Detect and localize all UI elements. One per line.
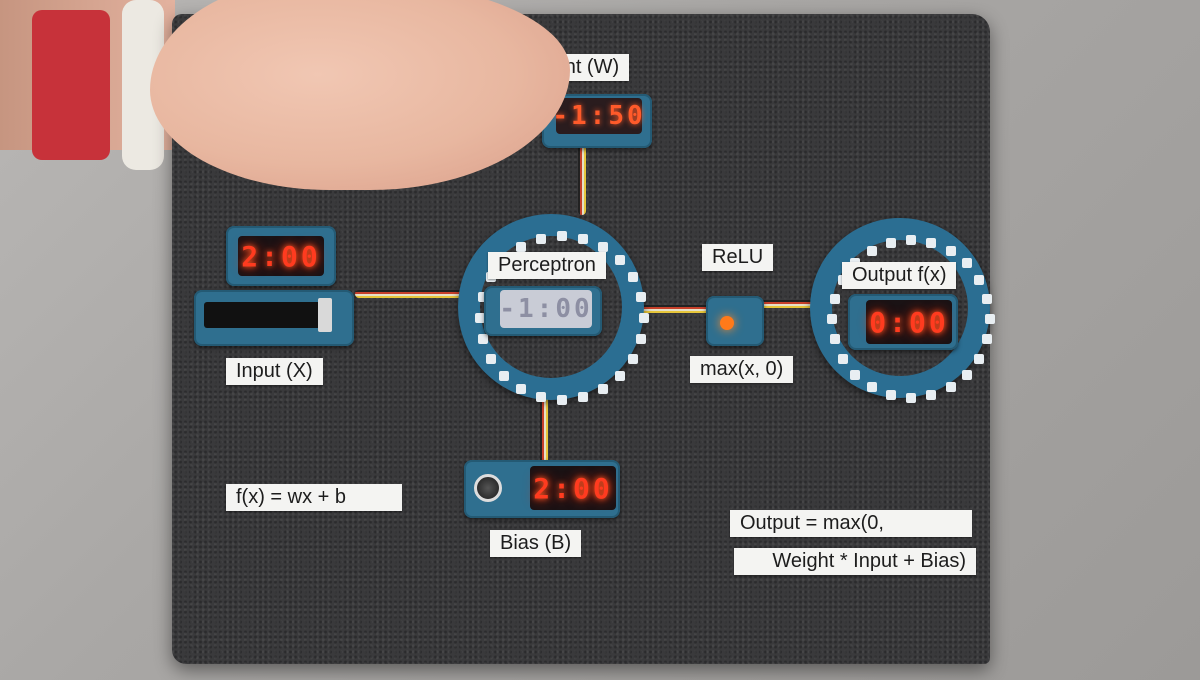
input-display: 2:00 xyxy=(238,236,324,276)
wire-perceptron-bias xyxy=(540,390,548,465)
ring-led xyxy=(829,293,840,304)
weight-display: -1:50 xyxy=(552,98,643,134)
ring-led xyxy=(636,334,647,345)
ring-led xyxy=(985,314,995,324)
ring-led xyxy=(926,237,937,248)
ring-led xyxy=(945,245,956,256)
perceptron-display: -1:00 xyxy=(499,290,592,328)
ring-led xyxy=(866,382,877,393)
output-display: 0:00 xyxy=(866,300,952,344)
wire-input-perceptron xyxy=(355,290,470,298)
ring-led xyxy=(477,334,488,345)
ring-led xyxy=(628,272,638,282)
ring-led xyxy=(850,369,861,380)
ring-led xyxy=(866,245,877,256)
wire-weight-perceptron xyxy=(578,145,586,215)
ring-led xyxy=(628,354,638,364)
ring-led xyxy=(516,241,526,252)
ring-led xyxy=(535,233,546,244)
ring-led xyxy=(499,370,510,381)
ring-led xyxy=(614,255,625,266)
ring-led xyxy=(535,392,546,403)
bias-knob xyxy=(474,474,502,502)
ring-led xyxy=(598,241,608,252)
ring-led xyxy=(485,354,496,364)
input-label: Input (X) xyxy=(226,358,323,385)
ring-led xyxy=(598,384,608,394)
ring-led xyxy=(885,237,896,248)
ring-led xyxy=(974,353,985,364)
ring-led xyxy=(475,313,485,323)
wire-perceptron-relu xyxy=(630,305,715,313)
ring-led xyxy=(636,291,647,302)
wire-relu-output xyxy=(760,300,820,308)
bias-display: 2:00 xyxy=(530,466,616,510)
ring-led xyxy=(578,233,589,244)
input-slider-track xyxy=(204,302,330,328)
relu-module xyxy=(706,296,764,346)
ring-led xyxy=(827,314,837,324)
output-equation-line1: Output = max(0, xyxy=(730,510,972,537)
ring-led xyxy=(945,382,956,393)
red-watch-strap xyxy=(32,10,110,160)
ring-led xyxy=(961,369,972,380)
hand xyxy=(150,0,570,190)
ring-led xyxy=(557,231,567,241)
ring-led xyxy=(516,384,526,394)
formula-label: f(x) = wx + b xyxy=(226,484,402,511)
output-fx-label: Output f(x) xyxy=(842,262,957,289)
ring-led xyxy=(906,393,916,403)
ring-led xyxy=(974,274,985,285)
ring-led xyxy=(578,392,589,403)
relu-led xyxy=(720,316,734,330)
ring-led xyxy=(614,370,625,381)
ring-led xyxy=(906,235,916,245)
bias-label: Bias (B) xyxy=(490,530,582,557)
max-label: max(x, 0) xyxy=(690,356,794,383)
ring-led xyxy=(557,395,567,405)
ring-led xyxy=(926,390,937,401)
ring-led xyxy=(639,313,649,323)
ring-led xyxy=(961,258,972,269)
ring-led xyxy=(477,291,488,302)
relu-label: ReLU xyxy=(702,244,774,271)
ring-led xyxy=(982,293,993,304)
ring-led xyxy=(885,390,896,401)
input-slider-knob xyxy=(318,298,332,332)
perceptron-label: Perceptron xyxy=(488,252,606,279)
output-equation-line2: Weight * Input + Bias) xyxy=(734,548,976,575)
ring-led xyxy=(837,353,848,364)
ring-led xyxy=(982,334,993,345)
ring-led xyxy=(829,334,840,345)
